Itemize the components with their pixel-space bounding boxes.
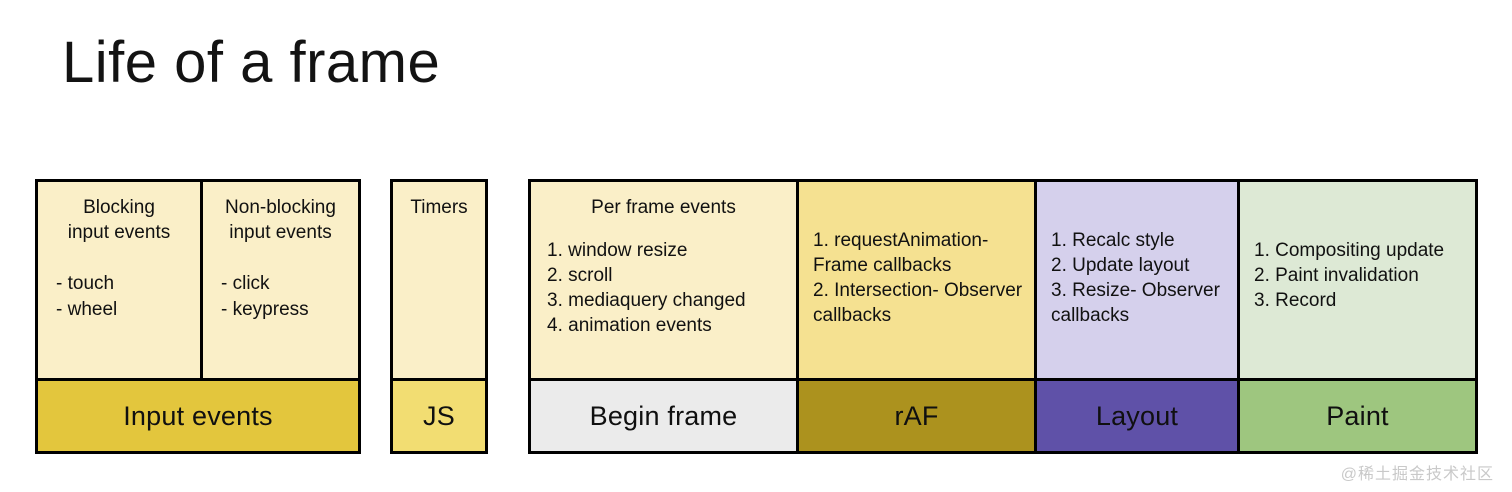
list-item: 1. window resize <box>547 240 688 261</box>
timers-upper-row: Timers <box>393 182 485 378</box>
list-item: - click <box>221 273 270 294</box>
begin-frame-bar-label: Begin frame <box>589 400 738 431</box>
list-item: - touch <box>56 273 115 294</box>
list-item: 2. Update layout <box>1051 255 1190 276</box>
page-title: Life of a frame <box>62 30 441 95</box>
timers-lower-row: JS <box>393 378 485 451</box>
paint-bar-label: Paint <box>1326 400 1389 431</box>
blocking-input-events-heading: Blocking input events <box>67 197 171 243</box>
js-bar: JS <box>393 381 485 451</box>
js-bar-label: JS <box>423 400 455 431</box>
list-item: - keypress <box>221 299 309 320</box>
layout-steps-panel: 1. Recalc style 2. Update layout 3. Resi… <box>1034 182 1237 378</box>
layout-bar-label: Layout <box>1095 400 1179 431</box>
begin-frame-bar: Begin frame <box>531 381 796 451</box>
list-item: 2. Intersection- Observer callbacks <box>813 280 1023 326</box>
frame-pipeline-lower-row: Begin frame rAF Layout Paint <box>531 378 1475 451</box>
list-item: 3. mediaquery changed <box>547 290 746 311</box>
raf-callbacks-panel: 1. requestAnimation- Frame callbacks 2. … <box>796 182 1034 378</box>
layout-steps-list: 1. Recalc style 2. Update layout 3. Resi… <box>1037 228 1237 328</box>
list-item: 3. Resize- Observer callbacks <box>1051 280 1220 326</box>
input-events-bar: Input events <box>38 381 358 451</box>
input-events-upper-row: Blocking input events - touch - wheel No… <box>38 182 358 378</box>
raf-bar: rAF <box>796 381 1034 451</box>
paint-bar: Paint <box>1237 381 1475 451</box>
raf-callbacks-list: 1. requestAnimation- Frame callbacks 2. … <box>799 228 1034 328</box>
blocking-input-events-panel: Blocking input events - touch - wheel <box>38 182 200 378</box>
list-item: 1. Recalc style <box>1051 230 1175 251</box>
list-item: 2. Paint invalidation <box>1254 265 1419 286</box>
blocking-input-events-list: - touch - wheel <box>38 271 200 323</box>
list-item: 3. Record <box>1254 290 1337 311</box>
layout-bar: Layout <box>1034 381 1237 451</box>
paint-steps-list: 1. Compositing update 2. Paint invalidat… <box>1240 238 1475 313</box>
per-frame-events-panel: Per frame events 1. window resize 2. scr… <box>531 182 796 378</box>
paint-steps-panel: 1. Compositing update 2. Paint invalidat… <box>1237 182 1475 378</box>
list-item: 1. Compositing update <box>1254 240 1445 261</box>
non-blocking-input-events-panel: Non-blocking input events - click - keyp… <box>200 182 358 378</box>
list-item: 1. requestAnimation- Frame callbacks <box>813 230 989 276</box>
list-item: 4. animation events <box>547 315 712 336</box>
input-events-group: Blocking input events - touch - wheel No… <box>35 179 361 454</box>
input-events-lower-row: Input events <box>38 378 358 451</box>
list-item: 2. scroll <box>547 265 613 286</box>
timers-panel: Timers <box>393 182 485 378</box>
non-blocking-input-events-heading: Non-blocking input events <box>225 197 336 243</box>
watermark: @稀土掘金技术社区 <box>1340 466 1494 483</box>
raf-bar-label: rAF <box>894 400 939 431</box>
per-frame-events-list: 1. window resize 2. scroll 3. mediaquery… <box>531 238 796 338</box>
list-item: - wheel <box>56 299 118 320</box>
timers-group: Timers JS <box>390 179 488 454</box>
timers-heading: Timers <box>410 197 468 218</box>
non-blocking-input-events-list: - click - keypress <box>203 271 358 323</box>
per-frame-events-heading: Per frame events <box>591 197 736 218</box>
frame-pipeline-group: Per frame events 1. window resize 2. scr… <box>528 179 1478 454</box>
input-events-bar-label: Input events <box>123 400 273 431</box>
frame-pipeline-upper-row: Per frame events 1. window resize 2. scr… <box>531 182 1475 378</box>
